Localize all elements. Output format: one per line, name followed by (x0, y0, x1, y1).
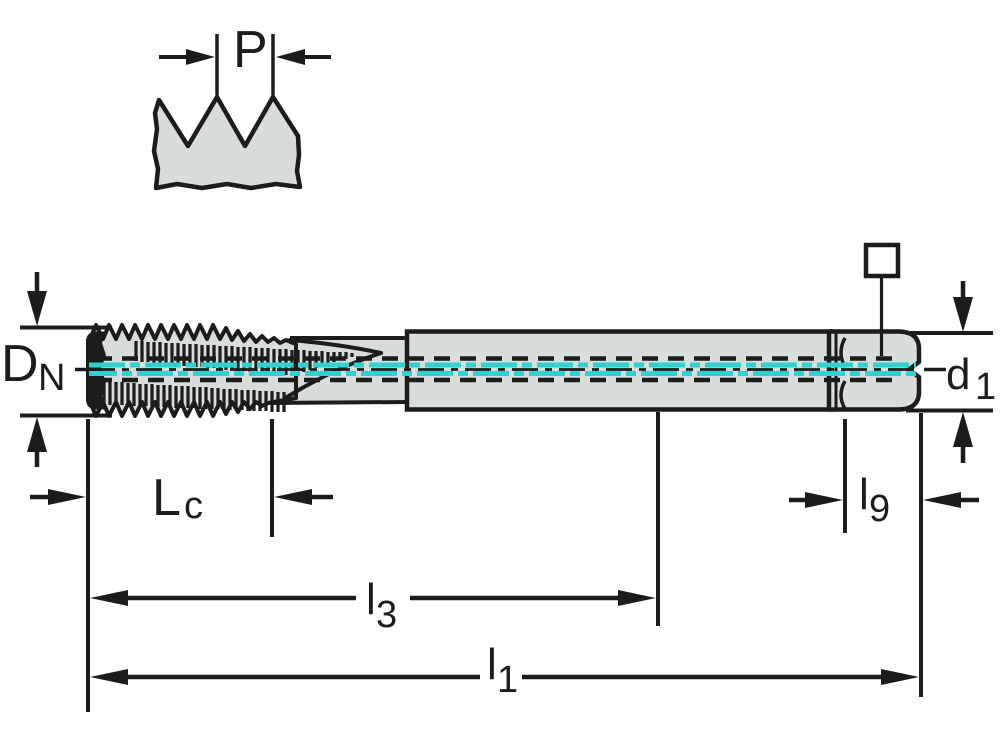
label-nominal-diameter: D (1, 335, 39, 393)
square-corner-arc-lower (839, 380, 847, 410)
pitch-arrow-left-head (186, 49, 215, 65)
lc-arrow-right-head (274, 489, 312, 505)
pitch-dimension: P (159, 21, 331, 95)
label-intermediate-length: l (366, 575, 376, 624)
neck-bottom-edge (267, 400, 409, 405)
square-drive-callout (863, 242, 901, 356)
label-intermediate-length-sub: 3 (376, 594, 397, 636)
label-thread-length: L (152, 469, 181, 527)
dimension-overall-length: l 1 (90, 640, 919, 701)
label-nominal-diameter-sub: N (38, 357, 65, 399)
dimension-intermediate-length: l 3 (90, 412, 660, 636)
flute-runout-upper-curve (288, 338, 383, 355)
label-overall-length: l (487, 640, 497, 689)
label-thread-length-sub: c (184, 485, 203, 527)
dimension-nominal-diameter: D N (1, 272, 112, 467)
dimension-square-length: l 9 (789, 413, 979, 697)
square-drive-icon (863, 242, 901, 279)
label-shank-diameter: d (946, 350, 970, 399)
flute-hatching-lower (96, 381, 286, 412)
l3-arrow-right-head (618, 590, 656, 606)
centerline-and-coolant-channels (75, 356, 946, 383)
thread-profile-detail: P (151, 21, 331, 191)
l1-arrow-left-head (90, 669, 128, 685)
label-pitch: P (233, 21, 268, 79)
label-overall-length-sub: 1 (497, 659, 518, 701)
d1-arrow-up-head (953, 412, 973, 447)
label-square-length: l (859, 470, 869, 519)
pitch-arrow-right-head (276, 49, 305, 65)
dn-arrow-down-head (27, 291, 47, 326)
dimension-shank-diameter: d 1 (906, 281, 996, 463)
d1-arrow-down-head (953, 297, 973, 332)
dimension-thread-length: L c (30, 419, 333, 712)
label-square-length-sub: 9 (869, 488, 890, 530)
l9-arrow-right-head (923, 492, 961, 508)
l9-arrow-left-head (805, 492, 843, 508)
lc-arrow-left-head (48, 489, 86, 505)
dn-arrow-up-head (27, 417, 47, 452)
l3-arrow-left-head (90, 590, 128, 606)
thread-profile-shape (151, 94, 303, 191)
label-shank-diameter-sub: 1 (975, 366, 996, 408)
l1-arrow-right-head (881, 669, 919, 685)
